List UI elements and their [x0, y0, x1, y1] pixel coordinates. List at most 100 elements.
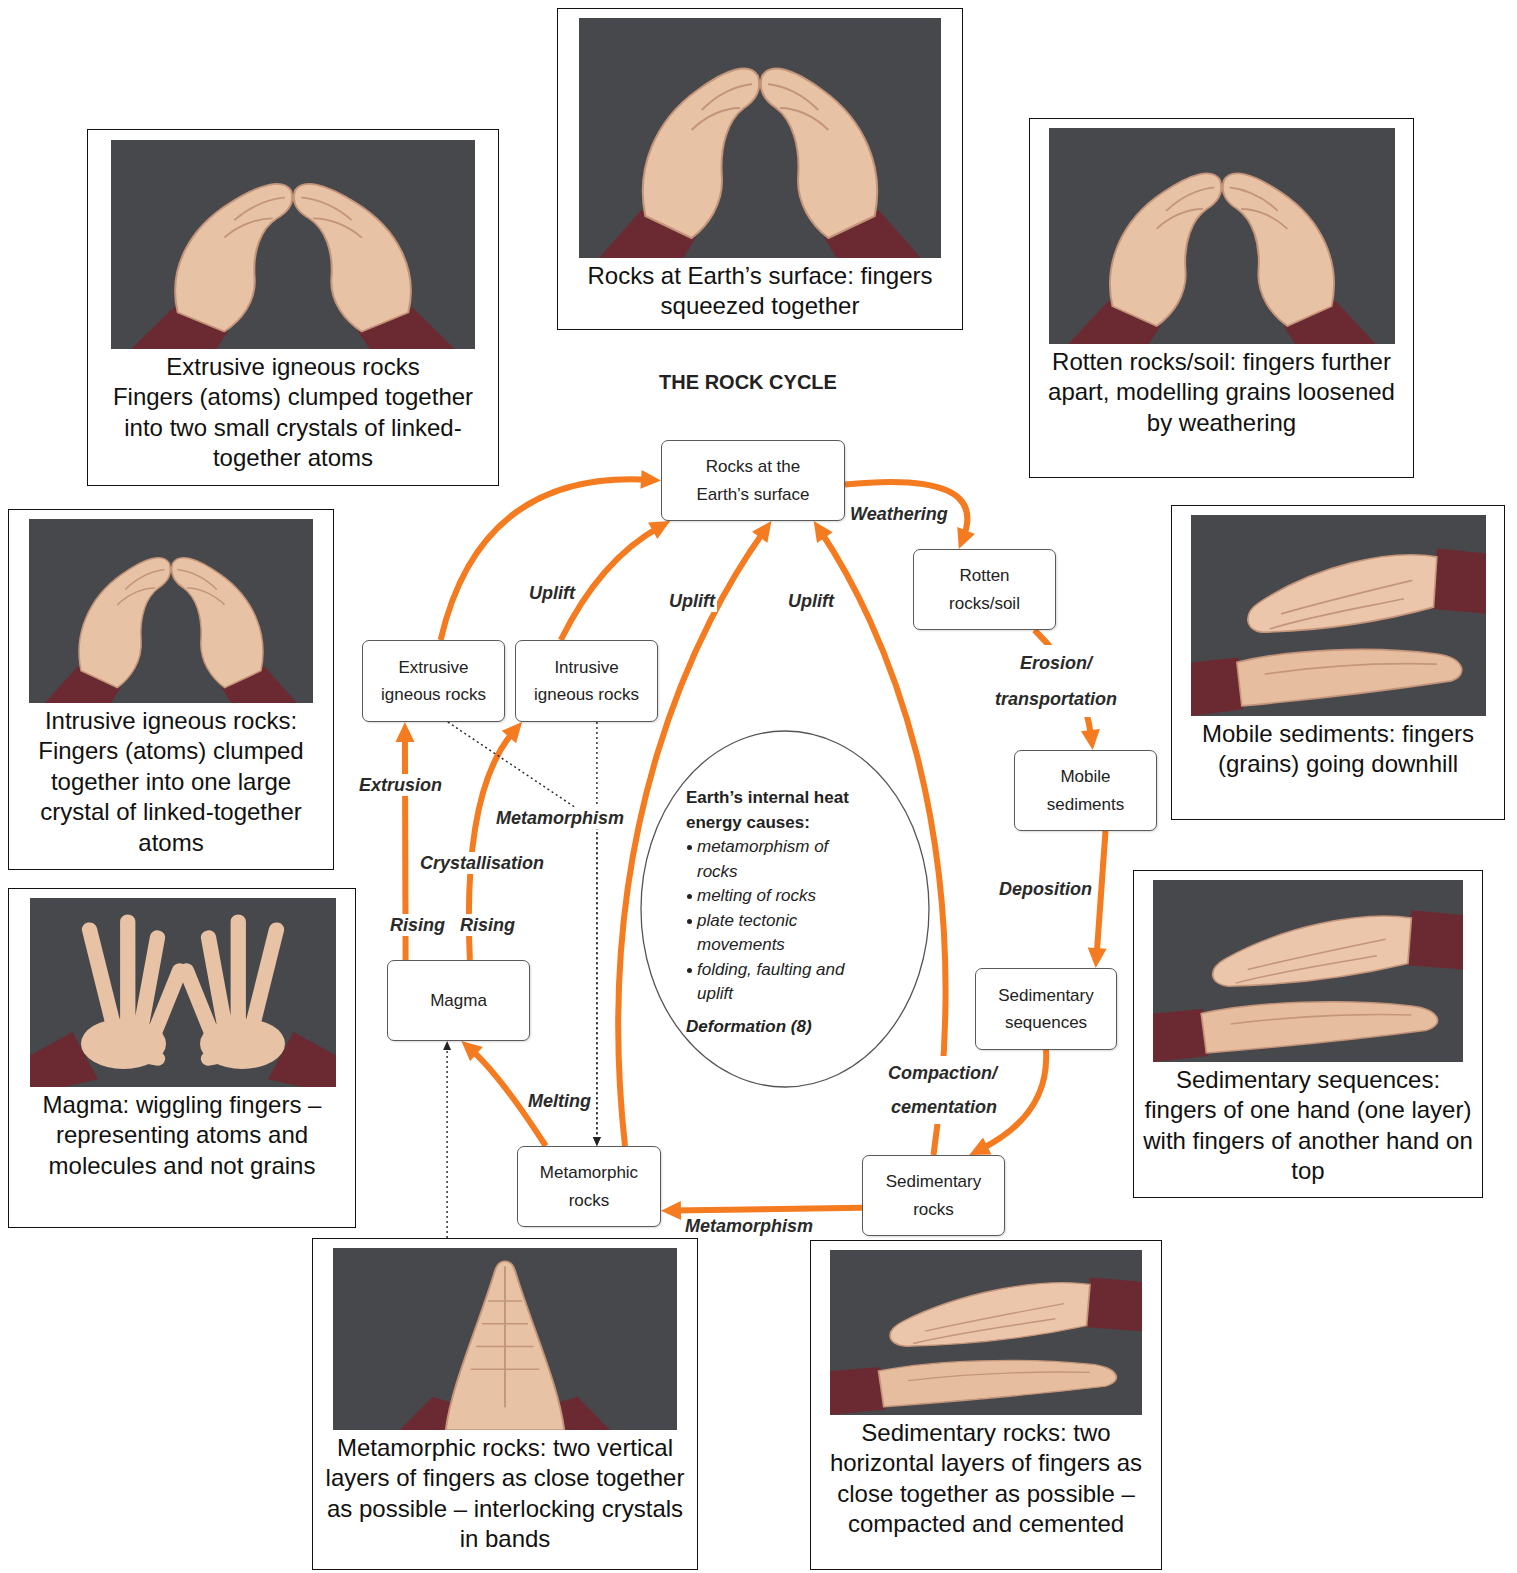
stage-box: Rotten rocks/soil	[913, 549, 1056, 630]
hand-photo	[1049, 128, 1395, 344]
arrow-head	[443, 1041, 451, 1050]
arrow-head	[641, 470, 662, 489]
stage-box: Rocks at the Earth’s surface	[661, 440, 845, 521]
box-text-wrap: Sedimentary rocks	[871, 1168, 996, 1222]
heat-ellipse: Earth’s internal heat energy causes:meta…	[640, 730, 930, 1088]
dotted-arrow	[593, 722, 601, 1146]
edge-label: Weathering	[848, 503, 950, 525]
edge-label: Compaction/ cementation	[870, 1056, 999, 1124]
box-text-wrap: Rotten rocks/soil	[922, 562, 1047, 616]
box-text: Intrusive igneous rocks	[524, 654, 649, 708]
stage-box: Magma	[387, 960, 530, 1041]
photo-card: Intrusive igneous rocks: Fingers (atoms)…	[8, 509, 334, 870]
photo-card: Metamorphic rocks: two vertical layers o…	[312, 1238, 698, 1570]
arrow-head	[648, 521, 670, 539]
edge-label: Metamorphism	[494, 807, 626, 829]
edge-label: Melting	[526, 1090, 593, 1112]
box-text: Metamorphic rocks	[526, 1159, 652, 1213]
hand-photo	[30, 898, 336, 1087]
stage-box: Sedimentary rocks	[862, 1155, 1005, 1236]
arrow-head	[593, 1137, 601, 1146]
box-text-wrap: Sedimentary sequences	[984, 982, 1108, 1036]
photo-caption: Magma: wiggling fingers – representing a…	[17, 1090, 347, 1181]
process-label: Rising	[458, 914, 517, 936]
box-text: Sedimentary rocks	[871, 1168, 996, 1222]
bullet-text: plate tectonic movements	[697, 911, 797, 955]
connector-line	[448, 722, 597, 1141]
bullet-item: folding, faulting and uplift	[686, 958, 866, 1007]
arrow-head	[1081, 729, 1100, 750]
arrow-head	[661, 1201, 681, 1220]
connector-line	[845, 482, 967, 538]
photo-card: Extrusive igneous rocksFingers (atoms) c…	[87, 129, 499, 486]
box-text-wrap: Mobile sediments	[1023, 763, 1148, 817]
stage-box: Sedimentary sequences	[975, 968, 1117, 1050]
ellipse-footer: Deformation (8)	[686, 1015, 876, 1040]
box-text: Extrusive igneous rocks	[371, 654, 496, 708]
process-label: Rising	[388, 914, 447, 936]
box-text: Rocks at the Earth’s surface	[688, 453, 818, 507]
connector-line	[673, 1208, 862, 1211]
arrow-head	[969, 1138, 991, 1155]
bullet-dot	[687, 919, 692, 924]
box-text-wrap: Magma	[430, 987, 487, 1014]
bullet-dot	[687, 968, 692, 973]
photo-caption: Metamorphic rocks: two vertical layers o…	[321, 1433, 689, 1555]
connector-line	[596, 722, 597, 1141]
bullet-item: melting of rocks	[686, 884, 866, 909]
connector-line	[446, 1046, 447, 1238]
stage-box: Intrusive igneous rocks	[515, 640, 658, 722]
bullet-text: folding, faulting and uplift	[697, 960, 844, 1004]
arrow-head	[502, 722, 522, 743]
cycle-arrow	[441, 470, 661, 640]
diagram-title: THE ROCK CYCLE	[548, 371, 948, 394]
bullet-dot	[687, 894, 692, 899]
photo-caption: Sedimentary rocks: two horizontal layers…	[819, 1418, 1153, 1540]
box-text: Rotten rocks/soil	[922, 562, 1047, 616]
arrow-head	[593, 1137, 601, 1146]
hand-photo	[333, 1248, 677, 1430]
stage-box: Metamorphic rocks	[517, 1146, 661, 1227]
cycle-arrow	[561, 521, 670, 640]
edge-label: Metamorphism	[683, 1215, 815, 1237]
cycle-arrow	[845, 482, 975, 549]
edge-label: Extrusion	[357, 774, 444, 796]
edge-label: Uplift	[527, 582, 577, 604]
box-text-wrap: Intrusive igneous rocks	[524, 654, 649, 708]
box-text: Sedimentary sequences	[984, 982, 1108, 1036]
hand-photo	[1153, 880, 1463, 1062]
edge-label: Crystallisation	[418, 852, 546, 874]
dotted-arrow	[443, 1041, 451, 1238]
edge-label: Uplift	[667, 590, 717, 612]
photo-caption: Rocks at Earth’s surface: fingers squeez…	[566, 261, 954, 322]
box-text: Mobile sediments	[1023, 763, 1148, 817]
photo-card: Sedimentary rocks: two horizontal layers…	[810, 1240, 1162, 1570]
photo-caption: Sedimentary sequences: fingers of one ha…	[1142, 1065, 1474, 1187]
ellipse-heading: Earth’s internal heat energy causes:	[686, 786, 876, 835]
photo-card: Magma: wiggling fingers – representing a…	[8, 888, 356, 1228]
box-text-wrap: Extrusive igneous rocks	[371, 654, 496, 708]
bullet-item: plate tectonic movements	[686, 909, 866, 958]
arrow-head	[1088, 947, 1107, 968]
dotted-arrow	[448, 722, 601, 1146]
hand-photo	[111, 140, 475, 349]
photo-card: Mobile sediments: fingers (grains) going…	[1171, 505, 1505, 820]
photo-card: Sedimentary sequences: fingers of one ha…	[1133, 870, 1483, 1198]
box-text-wrap: Rocks at the Earth’s surface	[688, 453, 818, 507]
stage-box: Extrusive igneous rocks	[362, 640, 505, 722]
bullet-dot	[687, 845, 692, 850]
photo-card: Rotten rocks/soil: fingers further apart…	[1029, 118, 1414, 478]
photo-caption: Extrusive igneous rocks	[96, 352, 490, 382]
ellipse-shape	[641, 731, 929, 1087]
box-text: Magma	[430, 987, 487, 1014]
arrow-head	[957, 527, 975, 549]
hand-photo	[830, 1250, 1142, 1415]
bullet-text: metamorphism of rocks	[697, 837, 828, 881]
photo-caption: Intrusive igneous rocks: Fingers (atoms)…	[17, 706, 325, 858]
ellipse-content: Earth’s internal heat energy causes:meta…	[686, 786, 876, 1039]
hand-photo	[29, 519, 313, 703]
hand-photo	[1191, 515, 1486, 716]
connector-line	[1097, 831, 1106, 956]
photo-caption: Rotten rocks/soil: fingers further apart…	[1038, 347, 1405, 438]
